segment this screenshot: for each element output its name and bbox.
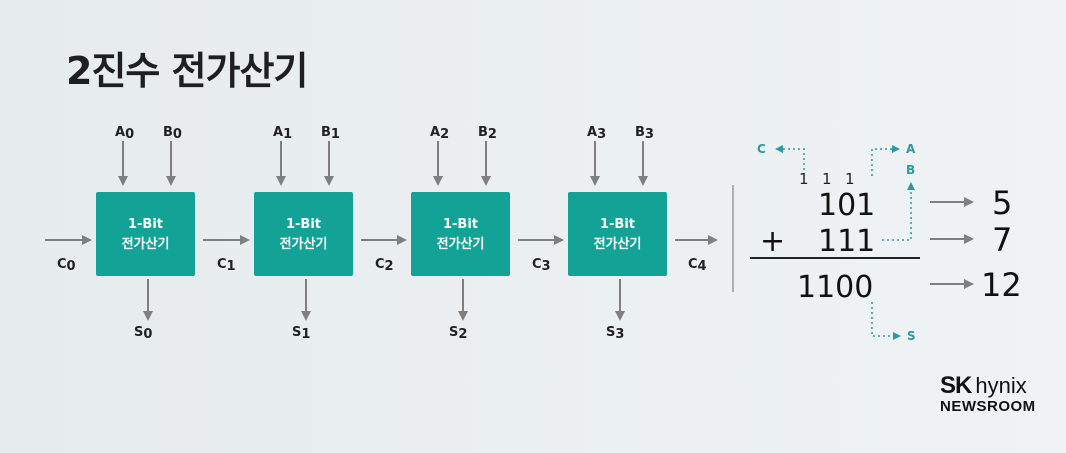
input-b-label-letter: B xyxy=(635,125,645,140)
full-adder-block: 1-Bit 전가산기 xyxy=(254,192,353,276)
plus-sign: + xyxy=(760,224,785,259)
sum-output-label: S2 xyxy=(449,325,467,342)
logo-name: hynix xyxy=(975,373,1027,398)
sum-output-label-subscript: 3 xyxy=(615,327,624,342)
decimal-b: 7 xyxy=(992,221,1012,259)
sum-output-label-letter: S xyxy=(292,325,301,340)
annotations: C A B S xyxy=(757,142,916,343)
annotation-s-arrow xyxy=(871,302,901,340)
input-a-label-subscript: 1 xyxy=(283,127,292,142)
block-rect xyxy=(411,192,510,276)
logo-brand: SK xyxy=(940,372,972,399)
sum-output-label: S1 xyxy=(292,325,310,342)
input-a-label-letter: A xyxy=(115,125,125,140)
logo-sub: NEWSROOM xyxy=(940,398,1036,415)
carry-out-label-subscript: 4 xyxy=(698,259,707,274)
operand-a: 101 xyxy=(818,188,875,223)
decimal-a: 5 xyxy=(992,184,1012,222)
input-a-label-letter: A xyxy=(273,125,283,140)
carry-in-label: C0 xyxy=(57,257,76,274)
carry-out-label: C4 xyxy=(688,257,707,274)
block-rect xyxy=(96,192,195,276)
carry-digit: 1 xyxy=(799,170,809,188)
annotation-c-arrow xyxy=(775,145,805,170)
block-label-line2: 전가산기 xyxy=(122,236,170,252)
input-a-label-subscript: 3 xyxy=(597,127,606,142)
block-rect xyxy=(254,192,353,276)
block-label-line1: 1-Bit xyxy=(600,217,635,232)
carry-out-label-letter: C xyxy=(688,257,698,272)
sum-output-label-subscript: 1 xyxy=(301,327,310,342)
sum-output-label: S3 xyxy=(606,325,624,342)
carry-in-label: C3 xyxy=(532,257,551,274)
input-a-label: A0 xyxy=(115,125,134,142)
diagram-title: 2진수 전가산기 xyxy=(66,49,308,93)
input-b-label-subscript: 0 xyxy=(173,127,182,142)
input-a-label-subscript: 0 xyxy=(125,127,134,142)
annotation-s-label: S xyxy=(907,329,916,343)
annotation-a-arrow xyxy=(871,145,900,176)
operand-b: 111 xyxy=(818,224,875,259)
input-a-label: A3 xyxy=(587,125,606,142)
sum-output-label: S0 xyxy=(134,325,152,342)
annotation-b-label: B xyxy=(906,163,915,177)
sum-output-label-letter: S xyxy=(134,325,143,340)
block-label-line1: 1-Bit xyxy=(286,217,321,232)
input-b-label-subscript: 2 xyxy=(488,127,497,142)
input-b-label: B3 xyxy=(635,125,654,142)
block-label-line2: 전가산기 xyxy=(280,236,328,252)
carry-in-label-subscript: 1 xyxy=(227,259,236,274)
decimal-result: 12 xyxy=(981,266,1022,304)
annotation-c-label: C xyxy=(757,142,766,156)
block-label-line1: 1-Bit xyxy=(443,217,478,232)
input-a-label-subscript: 2 xyxy=(440,127,449,142)
input-a-label: A1 xyxy=(273,125,292,142)
annotation-a-label: A xyxy=(906,142,916,156)
input-a-label: A2 xyxy=(430,125,449,142)
carry-in-label-subscript: 2 xyxy=(385,259,394,274)
sum-output-label-letter: S xyxy=(449,325,458,340)
binary-calculation: 1 1 1 101 + 111 1100 5 7 12 xyxy=(750,170,1022,305)
sum-output-label-letter: S xyxy=(606,325,615,340)
input-b-label: B0 xyxy=(163,125,182,142)
carry-digit: 1 xyxy=(822,170,832,188)
carry-in-label-letter: C xyxy=(57,257,67,272)
input-b-label-letter: B xyxy=(321,125,331,140)
carry-in-label: C2 xyxy=(375,257,394,274)
sum-output-label-subscript: 2 xyxy=(458,327,467,342)
input-b-label-subscript: 1 xyxy=(331,127,340,142)
carry-in-label-letter: C xyxy=(375,257,385,272)
input-b-label: B1 xyxy=(321,125,340,142)
block-label-line2: 전가산기 xyxy=(437,236,485,252)
carry-in-label-letter: C xyxy=(217,257,227,272)
block-rect xyxy=(568,192,667,276)
sum-output-label-subscript: 0 xyxy=(143,327,152,342)
input-b-label: B2 xyxy=(478,125,497,142)
carry-digit: 1 xyxy=(845,170,855,188)
block-label-line1: 1-Bit xyxy=(128,217,163,232)
full-adder-block: 1-Bit 전가산기 xyxy=(411,192,510,276)
annotation-b-arrow xyxy=(882,182,915,241)
full-adder-block: 1-Bit 전가산기 xyxy=(96,192,195,276)
input-a-label-letter: A xyxy=(430,125,440,140)
input-b-label-letter: B xyxy=(478,125,488,140)
full-adder-block: 1-Bit 전가산기 xyxy=(568,192,667,276)
carry-in-label-subscript: 3 xyxy=(542,259,551,274)
block-label-line2: 전가산기 xyxy=(594,236,642,252)
carry-in-label-letter: C xyxy=(532,257,542,272)
input-b-label-subscript: 3 xyxy=(645,127,654,142)
input-b-label-letter: B xyxy=(163,125,173,140)
input-a-label-letter: A xyxy=(587,125,597,140)
result-value: 1100 xyxy=(797,270,873,305)
carry-in-label: C1 xyxy=(217,257,236,274)
carry-in-label-subscript: 0 xyxy=(67,259,76,274)
